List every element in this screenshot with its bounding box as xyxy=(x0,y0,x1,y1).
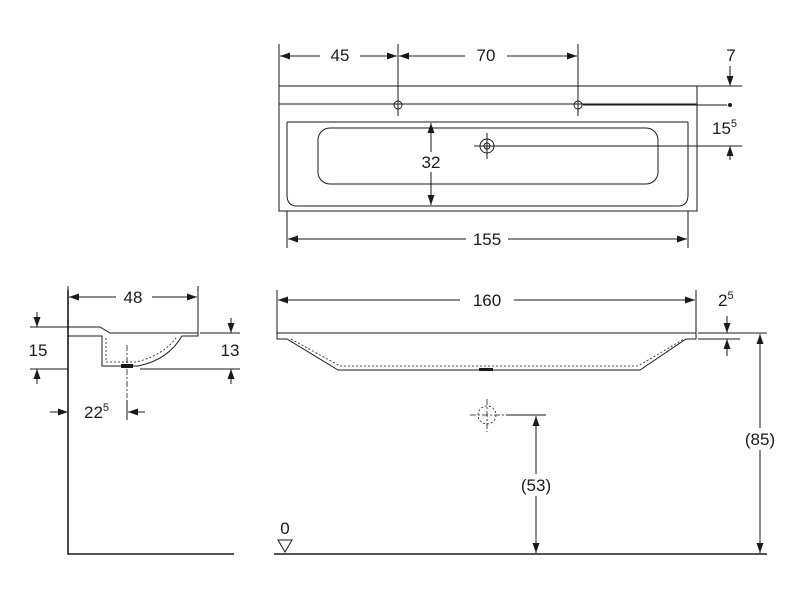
dim-label-48: 48 xyxy=(124,288,143,307)
basin-inner-front xyxy=(290,338,685,367)
side-view: 48 15 13 225 xyxy=(29,286,240,555)
front-view: 160 25 (53) (85) 0 xyxy=(274,289,782,555)
drain-outlet-front xyxy=(479,368,493,371)
dim-label-32: 32 xyxy=(422,153,441,172)
bowl-recess xyxy=(317,127,659,185)
reference-dot xyxy=(728,103,732,107)
dim-label-15: 15 xyxy=(29,341,48,360)
dim-label-85: (85) xyxy=(745,430,775,449)
dim-label-155: 155 xyxy=(473,230,501,249)
dim-label-160: 160 xyxy=(473,291,501,310)
dim-label-2-5: 25 xyxy=(718,290,734,310)
wall-line xyxy=(67,290,234,555)
dim-label-22-5: 225 xyxy=(84,402,109,422)
dim-label-13: 13 xyxy=(221,341,240,360)
basin-outline-top xyxy=(278,85,698,212)
top-view: 45 70 7 155 32 155 xyxy=(278,44,742,250)
dim-label-45: 45 xyxy=(331,46,350,65)
dim-label-70: 70 xyxy=(477,46,496,65)
floor-marker-icon xyxy=(277,539,293,553)
dim-label-53: (53) xyxy=(521,476,551,495)
dim-label-15-5: 155 xyxy=(712,118,737,138)
basin-inner-side xyxy=(105,337,177,363)
basin-section-side xyxy=(68,326,199,367)
floor-level-label: 0 xyxy=(280,519,289,538)
dim-label-7: 7 xyxy=(726,46,735,65)
basin-outline-front xyxy=(276,332,697,371)
basin-inner-top xyxy=(286,121,689,207)
